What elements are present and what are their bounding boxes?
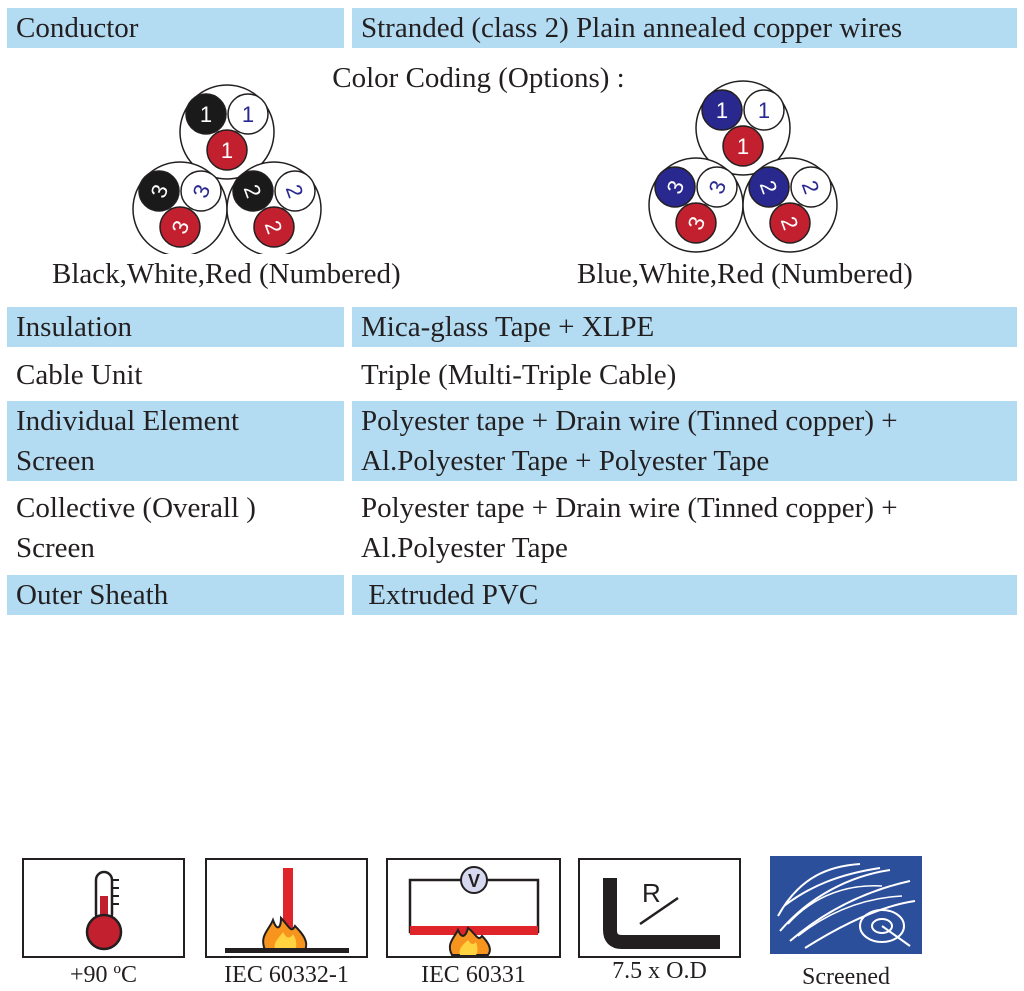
core-conductor xyxy=(696,166,738,208)
thermometer-icon xyxy=(85,870,123,951)
row-value-line-2: Al.Polyester Tape xyxy=(361,532,568,564)
row-value: Extruded PVC xyxy=(352,575,1017,615)
color-coding-title: Color Coding (Options) : xyxy=(332,62,625,94)
table-row-outer-sheath: Outer Sheath Extruded PVC xyxy=(7,575,1017,615)
core-conductor xyxy=(253,206,295,248)
voltmeter-glyph: V xyxy=(468,871,480,891)
thermometer-icon-box xyxy=(22,858,185,958)
row-value-line-1: Polyester tape + Drain wire (Tinned copp… xyxy=(361,405,898,437)
core-conductor xyxy=(748,166,790,208)
row-value-line-1: Polyester tape + Drain wire (Tinned copp… xyxy=(361,492,898,524)
core-number: 1 xyxy=(242,102,254,127)
bend-radius-icon: R xyxy=(603,878,720,949)
fire-voltage-icon-box: V xyxy=(386,858,561,958)
core-conductor xyxy=(722,125,764,167)
core-conductor xyxy=(701,89,743,131)
bend-radius-glyph: R xyxy=(642,878,661,908)
row-value: Polyester tape + Drain wire (Tinned copp… xyxy=(352,488,1017,568)
core-conductor xyxy=(743,89,785,131)
color-option-b-caption: Blue,White,Red (Numbered) xyxy=(577,258,913,290)
core-number: 1 xyxy=(758,98,770,123)
core-conductor xyxy=(769,202,811,244)
core-conductor xyxy=(274,170,316,212)
core-conductor xyxy=(180,170,222,212)
row-label: Conductor xyxy=(7,8,344,48)
row-label: Insulation xyxy=(7,307,344,347)
row-label-line-1: Collective (Overall ) xyxy=(16,492,256,524)
core-conductor xyxy=(654,166,696,208)
row-label-line-2: Screen xyxy=(16,445,95,477)
core-conductor xyxy=(138,170,180,212)
core-conductor xyxy=(206,129,248,171)
iec-60331-label: IEC 60331 xyxy=(421,962,526,988)
row-value: Stranded (class 2) Plain annealed copper… xyxy=(352,8,1017,48)
row-label: Collective (Overall ) Screen xyxy=(7,488,344,568)
row-label: Individual Element Screen xyxy=(7,401,344,481)
core-conductor xyxy=(185,93,227,135)
table-row-conductor: Conductor Stranded (class 2) Plain annea… xyxy=(7,8,1017,48)
core-number: 1 xyxy=(200,102,212,127)
row-value: Triple (Multi-Triple Cable) xyxy=(352,355,1017,395)
core-conductor xyxy=(675,202,717,244)
row-label: Outer Sheath xyxy=(7,575,344,615)
bend-radius-label: 7.5 x O.D xyxy=(612,958,707,984)
screened-icon xyxy=(770,856,922,954)
screened-label: Screened xyxy=(802,964,890,990)
flame-test-icon-box xyxy=(205,858,368,958)
core-number: 1 xyxy=(737,134,749,159)
core-number: 1 xyxy=(221,138,233,163)
table-row-collective-screen: Collective (Overall ) Screen Polyester t… xyxy=(7,488,1017,568)
core-conductor xyxy=(232,170,274,212)
row-label: Cable Unit xyxy=(7,355,344,395)
row-value: Mica-glass Tape + XLPE xyxy=(352,307,1017,347)
color-option-a-caption: Black,White,Red (Numbered) xyxy=(52,258,401,290)
table-row-cable-unit: Cable Unit Triple (Multi-Triple Cable) xyxy=(7,355,1017,395)
row-label-line-1: Individual Element xyxy=(16,405,240,437)
table-row-insulation: Insulation Mica-glass Tape + XLPE xyxy=(7,307,1017,347)
core-number: 1 xyxy=(716,98,728,123)
fire-voltage-icon: V xyxy=(408,866,540,956)
core-conductor xyxy=(790,166,832,208)
iec-60332-label: IEC 60332-1 xyxy=(224,962,349,988)
row-label-line-2: Screen xyxy=(16,532,95,564)
table-row-individual-screen: Individual Element Screen Polyester tape… xyxy=(7,401,1017,481)
core-conductor xyxy=(159,206,201,248)
row-value: Polyester tape + Drain wire (Tinned copp… xyxy=(352,401,1017,481)
core-conductor xyxy=(227,93,269,135)
flame-test-icon xyxy=(225,868,349,953)
bend-radius-icon-box: R xyxy=(578,858,741,958)
temperature-label: +90 ºC xyxy=(70,962,137,988)
row-value-line-2: Al.Polyester Tape + Polyester Tape xyxy=(361,445,770,477)
